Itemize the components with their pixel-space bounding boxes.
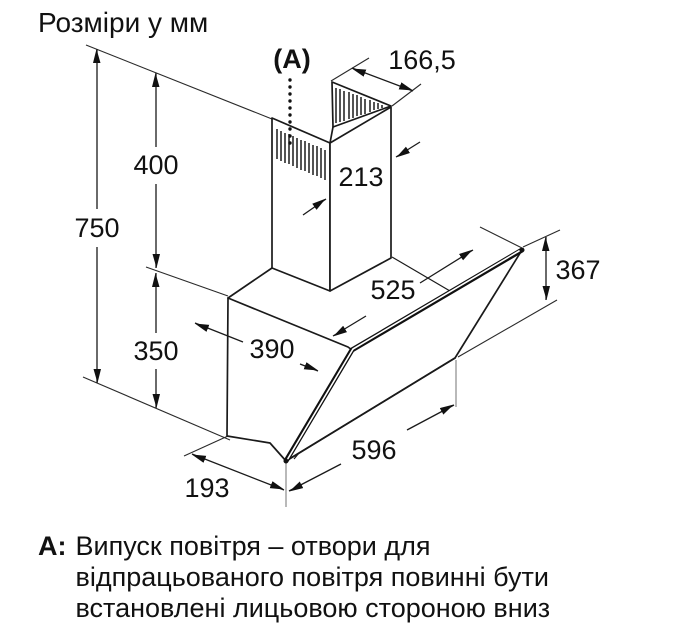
dim-body-height: 350 (133, 273, 179, 408)
dim-label-367: 367 (555, 255, 600, 285)
dim-panel-height: 367 (542, 237, 601, 300)
air-outlet-note: A: Випуск повітря – отвори для відпрацьо… (38, 531, 550, 624)
note-text: Випуск повітря – отвори для відпрацьован… (75, 531, 551, 623)
glass-panel (283, 247, 525, 464)
dim-label-166-5: 166,5 (388, 45, 456, 75)
dim-label-750: 750 (74, 213, 119, 243)
dim-total-height: 750 (74, 49, 120, 383)
dim-duct-height: 400 (133, 73, 179, 268)
dim-label-193: 193 (184, 473, 229, 503)
dim-duct-top-depth: 166,5 (351, 45, 456, 92)
dim-panel-width: 596 (288, 404, 455, 492)
dim-body-bottom-depth: 193 (184, 453, 285, 503)
dim-body-top-width: 525 (332, 249, 474, 337)
extension-lines (82, 44, 561, 507)
air-outlet-callout: (A) (273, 44, 311, 145)
callout-label: (A) (273, 44, 310, 74)
vent-slots-rear (335, 88, 383, 123)
dim-label-525: 525 (370, 275, 415, 305)
page-title: Розміри у мм (38, 7, 209, 38)
dim-body-depth: 390 (194, 322, 319, 372)
note-label: A: (38, 531, 67, 561)
dim-label-596: 596 (351, 435, 396, 465)
dim-label-390: 390 (249, 334, 294, 364)
dim-label-213: 213 (338, 162, 383, 192)
chimney-duct (271, 81, 421, 292)
dim-label-350: 350 (133, 336, 178, 366)
dotted-leader (288, 78, 292, 145)
dim-label-400: 400 (133, 150, 178, 180)
vent-slots-side (276, 129, 326, 180)
